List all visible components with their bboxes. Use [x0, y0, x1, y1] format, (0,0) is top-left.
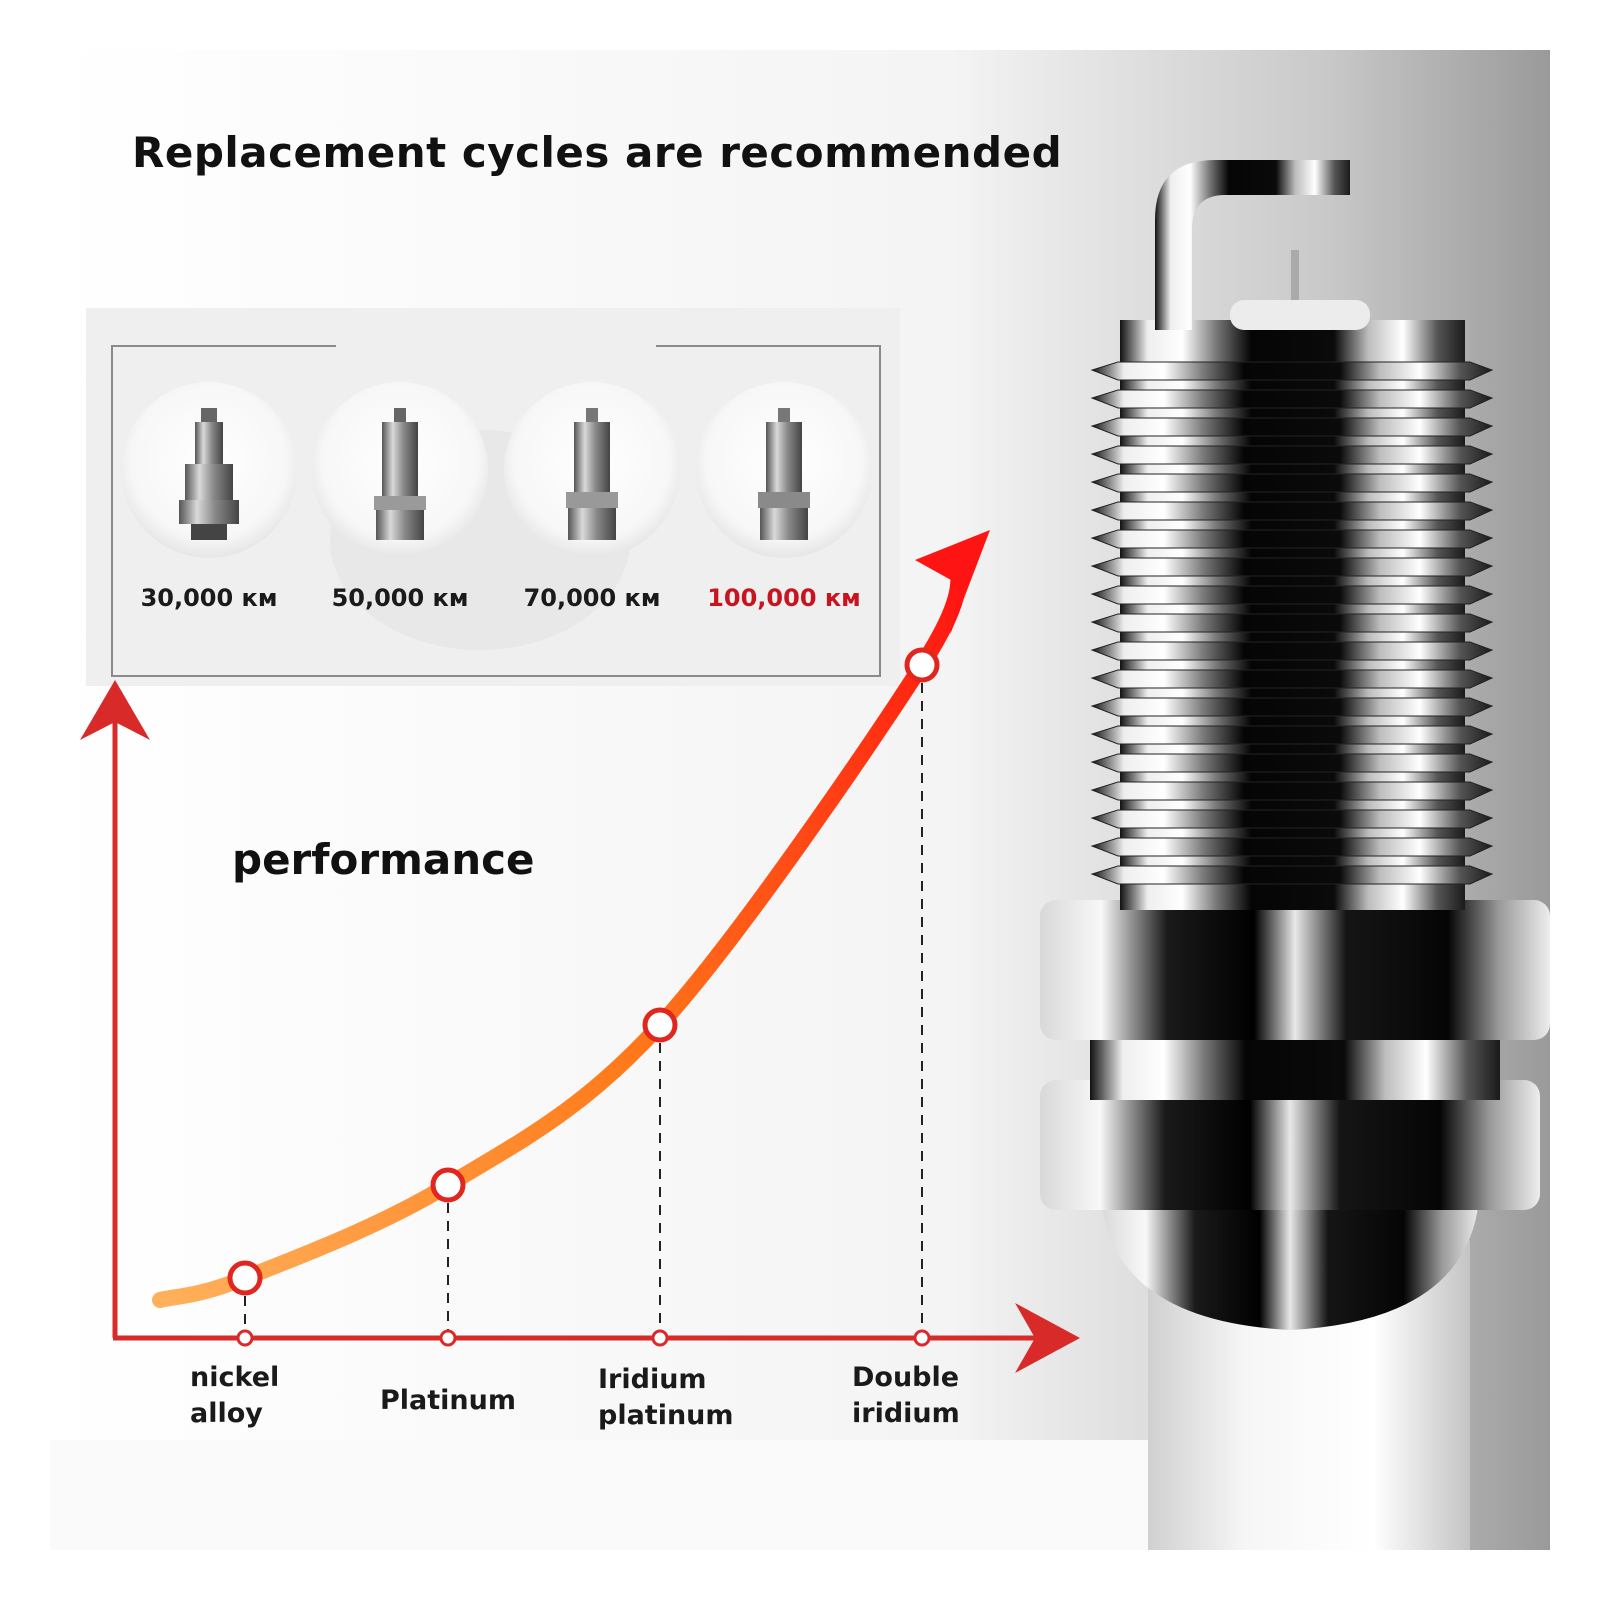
- thread-ridge: [1090, 809, 1494, 829]
- category-label-line: Double: [852, 1362, 960, 1393]
- plug-panel-frame: [111, 345, 881, 677]
- iridium-platinum-spark-plug: [504, 382, 680, 558]
- data-point-marker: [904, 647, 940, 683]
- y-axis-label: performance: [232, 835, 535, 884]
- thread-ridge: [1090, 473, 1494, 493]
- thread-ridge: [1090, 753, 1494, 773]
- nickel-spark-plug: [121, 382, 297, 558]
- plug-threads: [1090, 361, 1494, 885]
- x-axis-category-label: nickel alloy: [190, 1360, 279, 1432]
- category-label-line: Platinum: [380, 1385, 517, 1416]
- category-label-line: nickel: [190, 1362, 280, 1393]
- category-label-line: alloy: [190, 1398, 263, 1429]
- thread-ridge: [1090, 445, 1494, 465]
- thread-ridge: [1090, 361, 1494, 381]
- thread-ridge: [1090, 417, 1494, 437]
- chart-axes: [80, 680, 1080, 1373]
- x-axis-arrowhead: [1015, 1303, 1080, 1373]
- data-point-marker: [642, 1007, 678, 1043]
- x-axis-category-label: Iridium platinum: [598, 1362, 734, 1434]
- thread-ridge: [1090, 529, 1494, 549]
- y-axis-arrowhead: [80, 680, 150, 740]
- curve-arrowhead: [915, 530, 990, 635]
- plug-thumbnails: [121, 382, 872, 558]
- replacement-cycle-label: 50,000 км: [331, 584, 469, 612]
- data-point-marker: [227, 1260, 263, 1296]
- double-iridium-spark-plug: [696, 382, 872, 558]
- thread-ridge: [1090, 725, 1494, 745]
- replacement-cycle-label: 70,000 км: [523, 584, 661, 612]
- thread-ridge: [1090, 697, 1494, 717]
- data-point-marker: [430, 1167, 466, 1203]
- thread-ridge: [1090, 389, 1494, 409]
- large-chrome-spark-plug: [1040, 160, 1550, 1550]
- replacement-cycle-label: 100,000 км: [707, 584, 861, 612]
- thread-ridge: [1090, 613, 1494, 633]
- x-axis-category-label: Double iridium: [852, 1360, 960, 1432]
- background-bottom-strip: [50, 1440, 1160, 1550]
- category-label-line: platinum: [598, 1400, 734, 1431]
- page-title: Replacement cycles are recommended: [132, 128, 1063, 177]
- thread-ridge: [1090, 865, 1494, 885]
- category-label-line: iridium: [852, 1398, 960, 1429]
- thread-ridge: [1090, 641, 1494, 661]
- axis-tick-marker: [439, 1329, 457, 1347]
- axis-tick-marker: [651, 1329, 669, 1347]
- category-label-line: Iridium: [598, 1364, 707, 1395]
- thread-ridge: [1090, 585, 1494, 605]
- replacement-cycle-label: 30,000 км: [140, 584, 278, 612]
- thread-ridge: [1090, 781, 1494, 801]
- thread-ridge: [1090, 837, 1494, 857]
- axis-tick-marker: [236, 1329, 254, 1347]
- thread-ridge: [1090, 557, 1494, 577]
- thread-ridge: [1090, 669, 1494, 689]
- axis-tick-marker: [913, 1329, 931, 1347]
- chart-marks: [227, 647, 940, 1347]
- x-axis-category-label: Platinum: [380, 1383, 516, 1419]
- platinum-spark-plug: [312, 382, 488, 558]
- thread-ridge: [1090, 501, 1494, 521]
